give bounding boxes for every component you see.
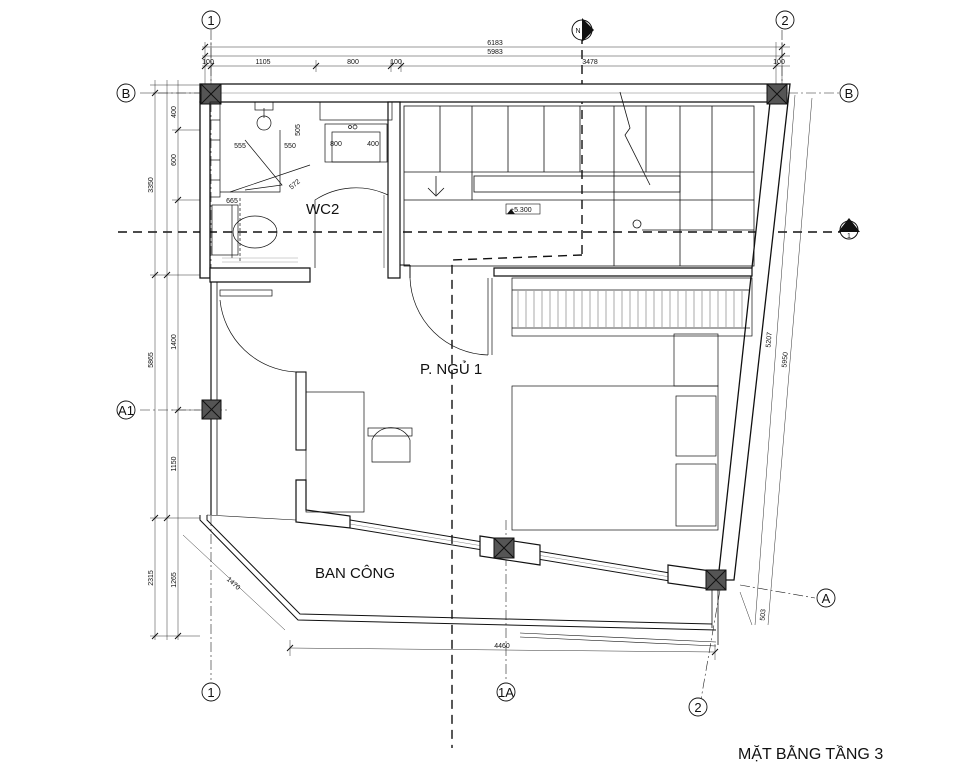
section-mark-n: N [575, 28, 580, 35]
level-mark-text: +5.300 [510, 207, 532, 214]
grid-label-1-top: 1 [207, 13, 214, 28]
room-label-balcony: BAN CÔNG [315, 565, 395, 582]
columns [200, 83, 788, 591]
dimension-ticks [151, 43, 786, 656]
dim-wc-505: 505 [295, 124, 302, 136]
dim-left-600: 600 [171, 154, 178, 166]
dim-top-800: 800 [347, 59, 359, 66]
grid-bubble-labels: 1 2 B B A1 A 1 1A 2 [118, 13, 853, 715]
bedroom-furniture [219, 277, 753, 531]
dim-top-100b: 100 [390, 59, 402, 66]
wall-wc-bottom [209, 267, 311, 283]
dim-top-mid: 5983 [487, 49, 503, 56]
level-mark: +5.300 [505, 203, 541, 215]
balcony-outline [199, 514, 719, 647]
dim-right-5950: 5950 [781, 352, 789, 368]
wc-fixtures [209, 101, 393, 268]
dim-left-5865: 5865 [148, 352, 155, 368]
section-marker-right: 1 [838, 218, 860, 240]
dim-wc-572: 572 [288, 178, 302, 191]
dimension-labels: 6183 5983 100 1105 800 100 3478 100 3350… [148, 40, 790, 650]
wall-left-upper [199, 101, 211, 279]
grid-label-b-right: B [845, 86, 854, 101]
dim-top-100a: 100 [202, 59, 214, 66]
dim-top-1105: 1105 [255, 59, 270, 66]
dimension-lines [150, 42, 813, 660]
dim-left-400: 400 [171, 106, 178, 118]
grid-label-b-left: B [122, 86, 131, 101]
wall-stub-a [295, 371, 307, 451]
section-marker-top: N [571, 18, 594, 42]
dim-top-3478: 3478 [582, 59, 598, 66]
dim-bottom-4460: 4460 [494, 643, 510, 650]
dim-left-1400: 1400 [171, 334, 178, 350]
section-lines [118, 35, 840, 748]
grid-bubbles [116, 10, 859, 717]
dim-right-5207: 5207 [765, 332, 773, 348]
drawing-title: MẶT BẰNG TẦNG 3 [738, 744, 883, 763]
dim-diag-1470: 1470 [225, 576, 241, 592]
wall-stair-bottom [493, 267, 753, 277]
section-mark-1: 1 [847, 233, 851, 240]
dim-right-503: 503 [760, 609, 768, 621]
dim-left-3350: 3350 [148, 177, 155, 193]
grid-label-2-bottom: 2 [694, 700, 701, 715]
room-label-bedroom: P. NGỦ 1 [420, 360, 482, 378]
dim-wc-550: 550 [284, 143, 296, 150]
grid-label-1-bottom: 1 [207, 685, 214, 700]
dim-top-100c: 100 [773, 59, 785, 66]
dim-wc-800: 800 [330, 141, 342, 148]
grid-lines [140, 30, 840, 706]
stair [403, 91, 755, 267]
dim-left-1265: 1265 [171, 572, 178, 588]
dim-wc-555: 555 [234, 143, 246, 150]
room-label-wc: WC2 [306, 201, 339, 218]
wall-wc-right [387, 101, 401, 279]
grid-label-a-right: A [822, 591, 831, 606]
grid-label-a1-left: A1 [118, 403, 134, 418]
dim-left-1150: 1150 [171, 456, 178, 471]
dim-wc-665: 665 [226, 198, 238, 205]
grid-label-2-top: 2 [781, 13, 788, 28]
dim-wc-400: 400 [367, 141, 379, 148]
wall-partition-left [295, 479, 351, 529]
dim-top-total: 6183 [487, 40, 503, 47]
wc-fixtures-hatch [222, 257, 298, 263]
dim-left-2315: 2315 [148, 570, 155, 586]
wardrobe-hatch [517, 291, 743, 327]
grid-label-1a-bottom: 1A [498, 685, 514, 700]
